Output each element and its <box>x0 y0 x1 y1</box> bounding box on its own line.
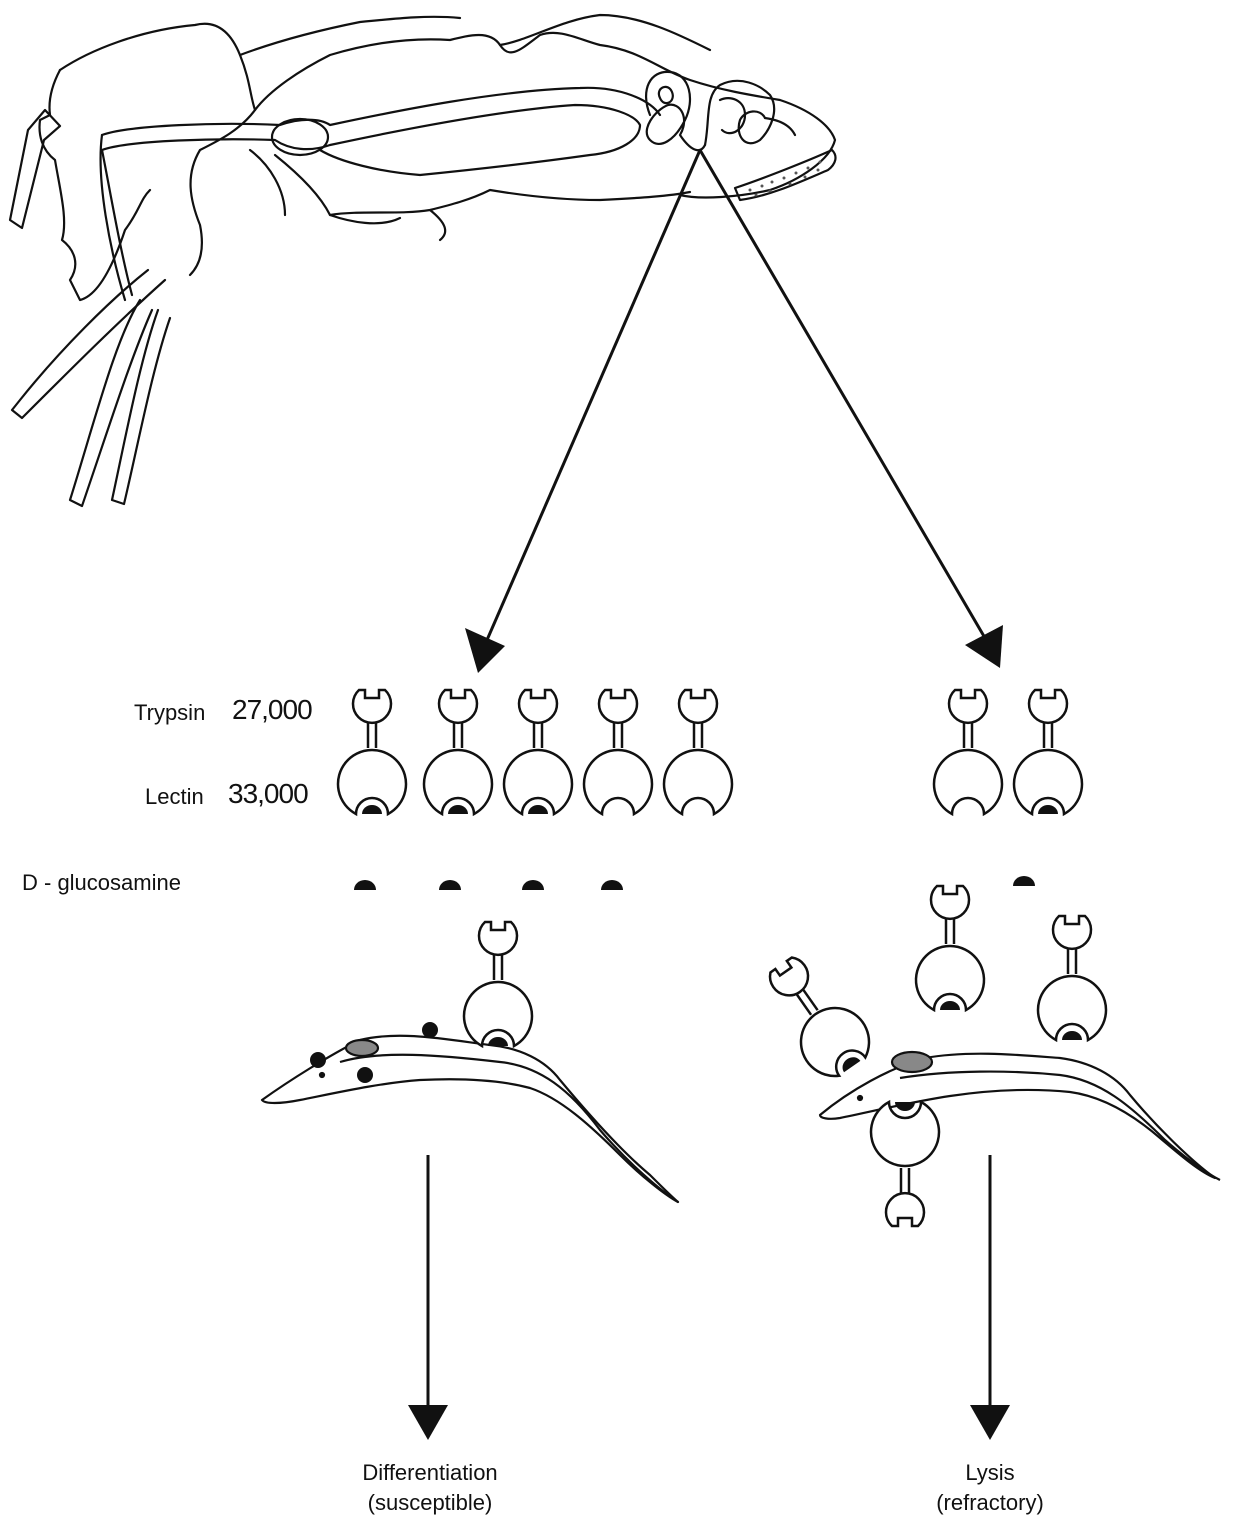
arrow-to-differentiation <box>408 1155 448 1440</box>
trypanosome-left-nucleus <box>346 1040 378 1056</box>
dimer-4 <box>584 690 652 814</box>
outcome-differentiation-line2: (susceptible) <box>330 1488 530 1518</box>
lectin-mw: 33,000 <box>228 778 308 810</box>
free-glucosamine-right <box>1013 876 1035 886</box>
trypsin-mw: 27,000 <box>232 694 312 726</box>
dimer-r2 <box>1014 690 1082 814</box>
arrow-to-lysis <box>970 1155 1010 1440</box>
left-bound-dimer <box>464 922 532 1046</box>
arrow-fly-to-left <box>465 150 700 673</box>
dimer-2 <box>424 690 492 814</box>
dimer-5 <box>664 690 732 814</box>
trypanosome-right-nucleus <box>892 1052 932 1072</box>
dimer-1 <box>338 690 406 814</box>
fly-proboscis <box>12 270 165 418</box>
right-bound-dimer-3 <box>753 945 880 1086</box>
fly-rectum <box>735 150 835 200</box>
outcome-lysis-line2: (refractory) <box>890 1488 1090 1518</box>
arrow-fly-to-right <box>700 150 1003 668</box>
outcome-lysis: Lysis (refractory) <box>890 1458 1090 1518</box>
right-dimer-row <box>934 690 1082 814</box>
fly-illustration <box>10 15 835 506</box>
outcome-differentiation: Differentiation (susceptible) <box>330 1458 530 1518</box>
free-glucosamine-left <box>354 880 623 890</box>
right-bound-dimer-2 <box>1038 916 1106 1040</box>
glucosamine-label: D - glucosamine <box>22 870 181 896</box>
fly-midgut-coil <box>646 72 705 150</box>
outcome-differentiation-line1: Differentiation <box>330 1458 530 1488</box>
trypsin-label: Trypsin <box>134 700 205 726</box>
right-bound-dimer-1 <box>916 886 984 1010</box>
lectin-label: Lectin <box>145 784 204 810</box>
dimer-r1 <box>934 690 1002 814</box>
left-dimer-row <box>338 690 732 814</box>
fly-foregut <box>102 88 660 135</box>
fly-antenna <box>10 110 60 228</box>
dimer-3 <box>504 690 572 814</box>
outcome-lysis-line1: Lysis <box>890 1458 1090 1488</box>
fly-head <box>40 70 150 300</box>
right-bound-dimer-4 <box>871 1102 939 1226</box>
